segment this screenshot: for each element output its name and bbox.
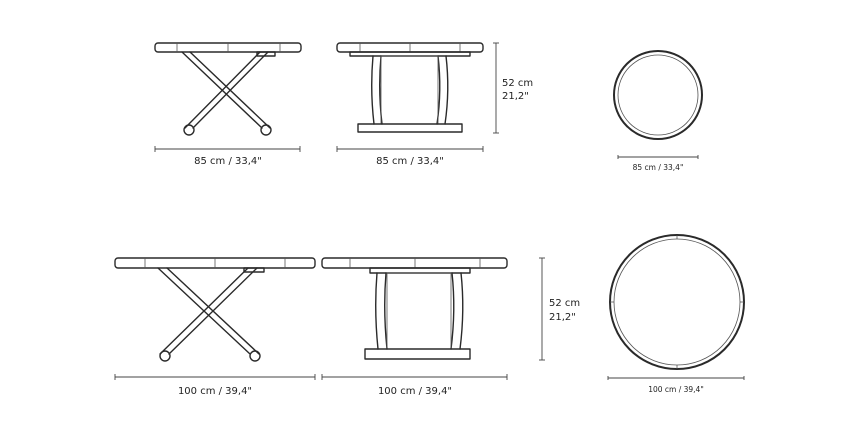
- large-table-side-view: [114, 257, 316, 362]
- small-table-height-dimension: [493, 42, 499, 134]
- small-table-side-width-dimension: [154, 146, 301, 152]
- large-diameter-label: 100 cm / 39,4": [648, 385, 704, 394]
- large-table-front-width-dimension: [321, 374, 508, 380]
- large-height-cm-label: 52 cm: [549, 298, 580, 309]
- small-table-front-view: [336, 42, 484, 133]
- small-table-top-view: [613, 50, 703, 140]
- small-front-width-label: 85 cm / 33,4": [376, 156, 444, 167]
- small-table-side-view: [154, 42, 302, 136]
- small-table-front-width-dimension: [336, 146, 484, 152]
- large-table-diameter-dimension: [607, 376, 745, 380]
- large-table-height-dimension: [539, 257, 545, 361]
- large-height-in-label: 21,2": [549, 312, 576, 323]
- small-table-diameter-dimension: [617, 155, 699, 159]
- small-diameter-label: 85 cm / 33,4": [633, 163, 684, 172]
- small-side-width-label: 85 cm / 33,4": [194, 156, 262, 167]
- large-table-top-view: [609, 234, 745, 370]
- large-front-width-label: 100 cm / 39,4": [378, 386, 452, 397]
- large-side-width-label: 100 cm / 39,4": [178, 386, 252, 397]
- large-table-side-width-dimension: [114, 374, 316, 380]
- small-height-cm-label: 52 cm: [502, 78, 533, 89]
- small-height-in-label: 21,2": [502, 91, 529, 102]
- large-table-front-view: [321, 257, 508, 360]
